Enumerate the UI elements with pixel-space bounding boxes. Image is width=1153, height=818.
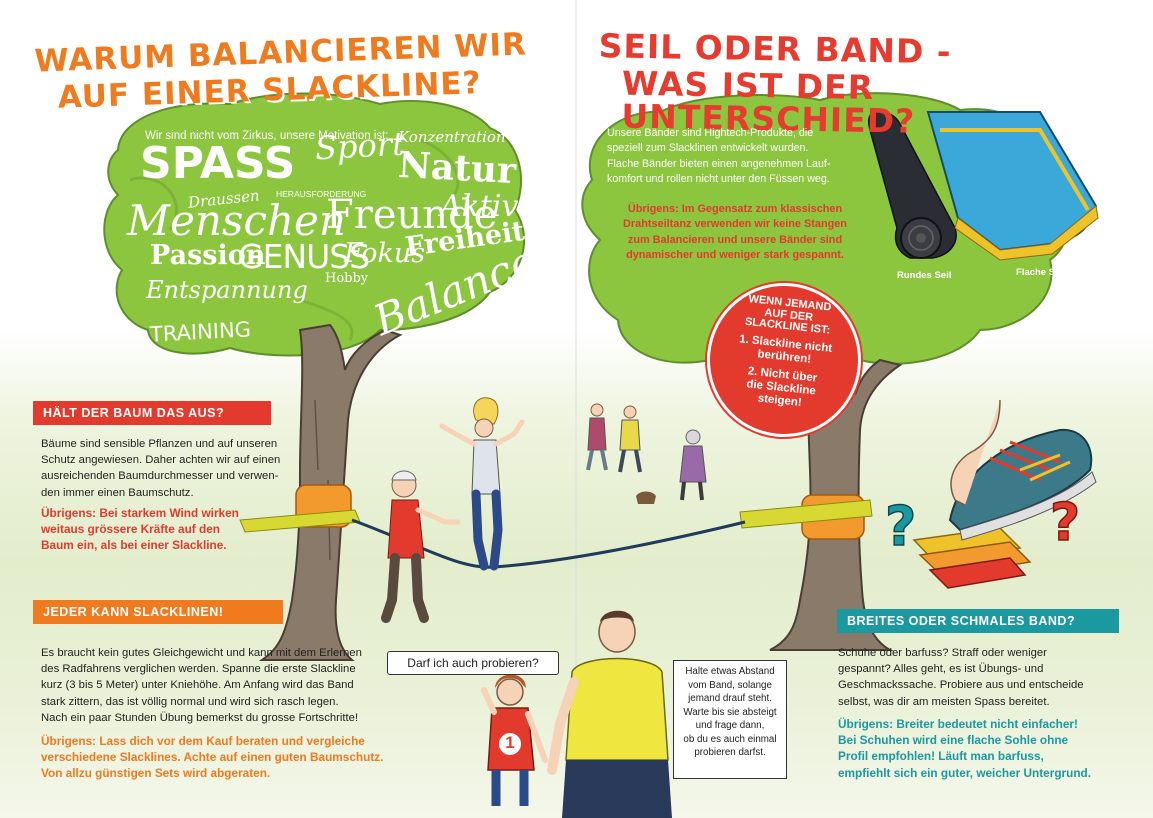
section-header-everyone: JEDER KANN SLACKLINEN!	[33, 600, 283, 624]
rope-note-line: zum Balancieren und unsere Bänder sind	[627, 233, 843, 246]
right-page-title: SEIL ODER BAND - WAS IST DER UNTERSCHIED…	[597, 26, 1153, 142]
rope-note-line: Übrigens: Im Gegensatz zum klassischen	[627, 203, 843, 215]
section-note-band-width: Übrigens: Breiter bedeutet nicht einfach…	[838, 716, 1091, 781]
word-menschen: Menschen	[127, 196, 346, 245]
word-entspannung: Entspannung	[146, 276, 308, 304]
word-herausforderung: HERAUSFORDERUNG	[276, 189, 367, 199]
tree-note-line: weitaus grössere Kräfte auf den	[41, 522, 220, 537]
man-spotter	[381, 470, 461, 623]
rope-note-line: dynamischer und weniger stark gespannt.	[626, 248, 844, 261]
adult-bubble-line: und frage dann,	[695, 720, 765, 731]
word-freunde: Freunde	[326, 192, 498, 238]
adult-bubble-line: Warte bis sie absteigt	[683, 706, 777, 718]
band-note-line: Bei Schuhen wird eine flache Sohle ohne	[838, 733, 1069, 748]
intro-line: Unsere Bänder sind Hightech-Produkte, di…	[607, 127, 814, 139]
adult-bubble-line: Halte etwas Abstand	[685, 666, 775, 677]
tree-body-line: den immer einen Baumschutz.	[41, 486, 194, 499]
everyone-body-line: Nach ein paar Stunden Übung bemerkst du …	[41, 711, 359, 724]
section-note-tree: Übrigens: Bei starkem Wind wirken weitau…	[41, 505, 239, 554]
rope-vs-flat-diagram	[868, 110, 1099, 261]
tree-body-line: Schutz angewiesen. Daher achten wir auf …	[41, 454, 281, 467]
everyone-note-line: verschiedene Slacklines. Achte auf einen…	[41, 750, 384, 765]
word-aktiv: Aktiv	[440, 189, 519, 224]
adult-bubble-line: ob du es auch einmal	[683, 733, 777, 745]
woman-on-slackline	[439, 397, 525, 571]
speech-bubble-adult: Halte etwas Abstand vom Band, solange je…	[673, 660, 787, 779]
intro-line: Flache Bänder bieten einen angenehmen La…	[607, 157, 831, 170]
adult-and-child	[481, 610, 672, 818]
word-passion: Passion	[150, 240, 266, 271]
everyone-body-line: kurz (3 bis 5 Meter) unter Kniehöhe. Am …	[41, 679, 354, 692]
intro-line: komfort und rollen nicht unter den Füsse…	[607, 172, 830, 185]
word-natur: Natur	[396, 143, 518, 193]
shirt-number: 1	[505, 733, 515, 752]
background-people	[586, 403, 707, 504]
everyone-body-line: stark zittern, das ist völlig normal und…	[41, 695, 339, 708]
tree-note-line: Baum ein, als bei einer Slackline.	[41, 538, 227, 553]
word-fokus: Fokus	[344, 238, 426, 269]
section-body-everyone: Es braucht kein gutes Gleichgewicht und …	[41, 645, 362, 726]
left-page-title: WARUM BALANCIEREN WIR AUF EINER SLACKLIN…	[34, 26, 529, 115]
everyone-note-line: Übrigens: Lass dich vor dem Kauf beraten…	[41, 734, 365, 748]
word-spass: SPASS	[140, 138, 296, 189]
section-note-everyone: Übrigens: Lass dich vor dem Kauf beraten…	[41, 733, 383, 782]
speech-bubble-child: Darf ich auch probieren?	[387, 651, 559, 675]
section-header-band-width: BREITES ODER SCHMALES BAND?	[837, 609, 1119, 633]
tree-body-line: Bäume sind sensible Pflanzen und auf uns…	[41, 438, 278, 450]
band-note-line: Profil empfohlen! Läuft man barfuss,	[838, 749, 1044, 764]
word-training: TRAINING	[149, 317, 252, 347]
caption-flat-slackline: Flache Slackline	[1016, 267, 1090, 278]
everyone-body-line: Es braucht kein gutes Gleichgewicht und …	[41, 647, 362, 659]
rope-or-band-intro: Unsere Bänder sind Hightech-Produkte, di…	[607, 126, 852, 187]
caption-round-rope: Rundes Seil	[897, 270, 952, 281]
adult-bubble-line: probieren darfst.	[694, 747, 766, 758]
section-body-tree: Bäume sind sensible Pflanzen und auf uns…	[41, 436, 280, 501]
word-sport: Sport	[314, 124, 406, 168]
everyone-body-line: des Radfahrens verglichen werden. Spanne…	[41, 663, 356, 676]
question-mark-red: ?	[1050, 493, 1080, 553]
adult-bubble-line: vom Band, solange	[688, 679, 772, 691]
question-mark-teal: ?	[885, 495, 916, 558]
band-note-line: empfiehlt sich ein guter, weicher Unterg…	[838, 765, 1092, 780]
band-body-line: Geschmackssache. Probiere aus und entsch…	[838, 679, 1084, 692]
motivation-text: Wir sind nicht vom Zirkus, unsere Motiva…	[145, 130, 389, 142]
intro-line: speziell zum Slacklinen entwickelt wurde…	[607, 142, 809, 155]
word-konzentration: Konzentration	[398, 128, 506, 146]
rope-note-line: Drahtseiltanz verwenden wir keine Stange…	[623, 218, 847, 231]
band-body-line: gespannt? Alles geht, es ist Übungs- und	[838, 663, 1044, 676]
tree-body-line: ausreichenden Baumdurchmesser und verwen…	[41, 470, 279, 483]
tree-note-line: Übrigens: Bei starkem Wind wirken	[41, 506, 239, 520]
rope-or-band-note: Übrigens: Im Gegensatz zum klassischen D…	[600, 202, 870, 263]
band-body-line: selbst, was dir am meisten Spass bereite…	[838, 695, 1050, 708]
word-hobby: Hobby	[325, 271, 369, 286]
word-genuss: GENUSS	[238, 237, 370, 276]
shoe-on-bands	[912, 399, 1097, 589]
band-body-line: Schuhe oder barfuss? Straff oder weniger	[838, 647, 1047, 659]
adult-bubble-line: jemand drauf steht.	[688, 693, 772, 704]
section-header-tree: HÄLT DER BAUM DAS AUS?	[33, 401, 271, 425]
left-tree-crown	[103, 92, 525, 357]
band-note-line: Übrigens: Breiter bedeutet nicht einfach…	[838, 717, 1078, 731]
everyone-note-line: Von allzu günstigen Sets wird abgeraten.	[41, 766, 271, 781]
section-body-band-width: Schuhe oder barfuss? Straff oder weniger…	[838, 645, 1084, 710]
